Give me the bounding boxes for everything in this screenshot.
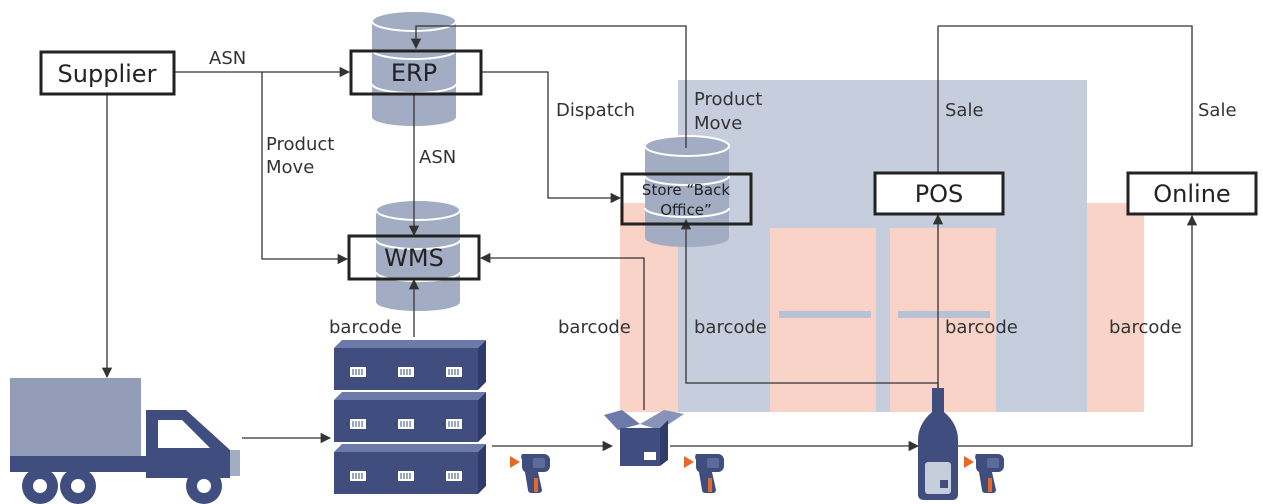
edge-bottle-online (958, 214, 1198, 447)
wms-node: WMS (347, 234, 481, 281)
product-move-label: Move (694, 113, 742, 134)
database-icon (375, 199, 461, 311)
pos-label: POS (915, 180, 964, 208)
store-area (678, 80, 1087, 412)
edge-supplier-wms (261, 72, 349, 265)
barcode-label: barcode (329, 317, 402, 338)
erp-label: ERP (391, 59, 437, 87)
online-label: Online (1153, 180, 1230, 208)
store-back-office-label-2: Office” (660, 201, 712, 219)
shelf-middle-1 (770, 228, 876, 412)
box-icon (604, 410, 684, 466)
product-move-label: Move (266, 157, 314, 178)
supplier-label: Supplier (58, 60, 157, 88)
asn-label: ASN (419, 147, 456, 168)
bottle-icon (918, 388, 958, 500)
edge-online-erp (938, 25, 1193, 172)
barcode-scanner-icon (684, 454, 724, 493)
pos-node: POS (873, 171, 1005, 216)
sale-label: Sale (1198, 100, 1237, 121)
edge-box-wms (479, 252, 645, 410)
shelf-middle-2 (890, 228, 996, 412)
edge-store-erp (410, 25, 687, 148)
shelf-bar-2 (898, 311, 990, 318)
barcode-label: barcode (694, 317, 767, 338)
barcode-label: barcode (945, 317, 1018, 338)
supplier-node: Supplier (39, 50, 176, 96)
barcode-label: barcode (558, 317, 631, 338)
online-node: Online (1126, 171, 1258, 216)
dispatch-label: Dispatch (556, 100, 635, 121)
erp-node: ERP (349, 49, 483, 96)
barcode-scanner-icon (964, 454, 1004, 493)
wms-label: WMS (384, 244, 444, 272)
barcode-scanner-icon (510, 454, 550, 493)
barcode-label: barcode (1109, 317, 1182, 338)
store-back-office-node: Store “Back Office” (620, 172, 753, 226)
product-move-label: Product (266, 134, 334, 155)
shelf-bar-1 (779, 311, 871, 318)
shelf-right (1087, 203, 1144, 412)
store-back-office-label-1: Store “Back (642, 181, 730, 199)
asn-label: ASN (209, 48, 246, 69)
product-move-label: Product (694, 89, 762, 110)
edge-erp-store (482, 71, 622, 204)
sale-label: Sale (945, 100, 984, 121)
truck-icon (10, 378, 240, 504)
pallet-icon (333, 339, 487, 495)
